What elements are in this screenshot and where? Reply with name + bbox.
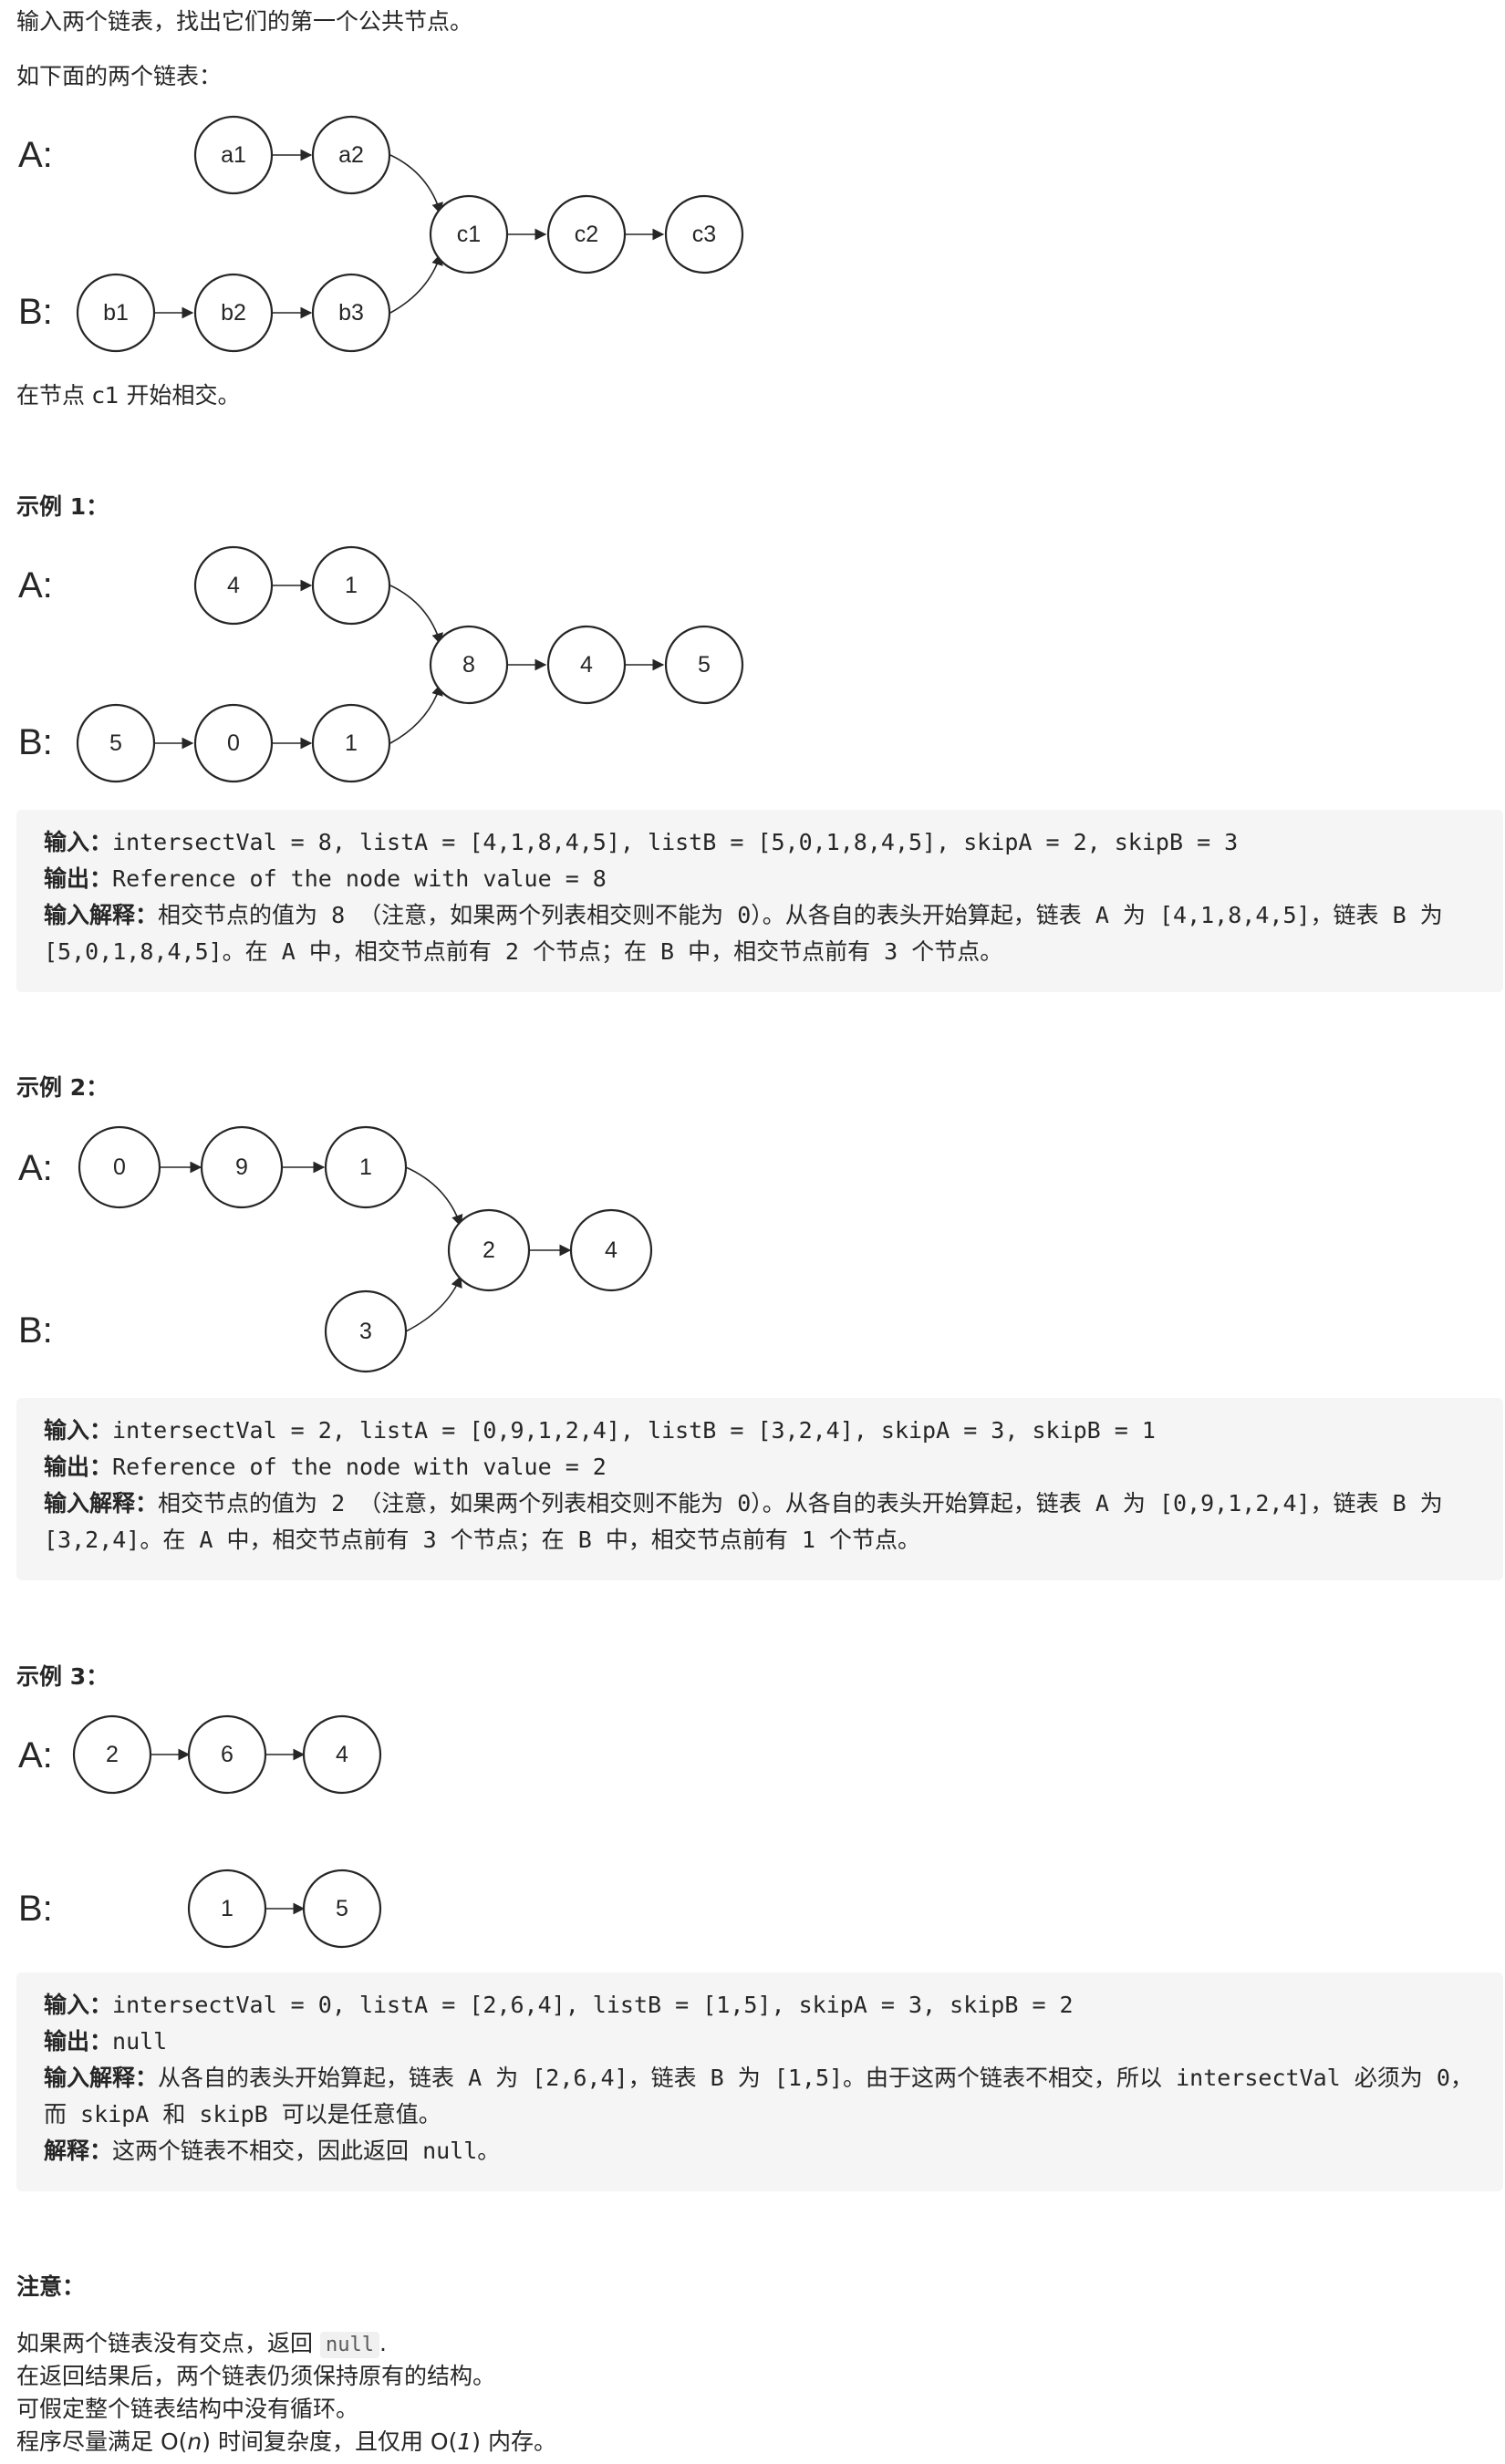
svg-text:c3: c3: [692, 222, 716, 247]
example-3-diagram: A: B: 2 6 4 1 5: [0, 1713, 821, 1968]
svg-text:2: 2: [106, 1742, 119, 1767]
example-1-box: 输入：intersectVal = 8, listA = [4,1,8,4,5]…: [16, 810, 1503, 992]
svg-text:4: 4: [336, 1742, 348, 1767]
note-1: 如果两个链表没有交点，返回 null.: [16, 2330, 387, 2358]
node-a2: 6: [187, 1714, 267, 1795]
node-b2: 0: [193, 703, 274, 783]
example-3-explanation: 输入解释：从各自的表头开始算起，链表 A 为 [2,6,4]，链表 B 为 [1…: [44, 2065, 1473, 2128]
example-1-diagram: A: B: 4 1 5 0 1 8 4 5: [0, 540, 821, 813]
node-a2: a2: [311, 115, 391, 195]
svg-text:4: 4: [580, 652, 593, 678]
svg-text:b2: b2: [221, 300, 246, 326]
svg-text:c1: c1: [457, 222, 481, 247]
example-1-output: 输出：Reference of the node with value = 8: [44, 865, 607, 892]
node-a2: 9: [200, 1125, 284, 1209]
node-a3: 1: [324, 1125, 408, 1209]
list-b-label: B:: [18, 292, 53, 332]
svg-text:1: 1: [345, 573, 358, 598]
list-a-label: A:: [18, 1148, 53, 1188]
list-b-label: B:: [18, 1310, 53, 1351]
example-2-box: 输入：intersectVal = 2, listA = [0,9,1,2,4]…: [16, 1398, 1503, 1580]
node-c1: c1: [429, 194, 509, 274]
example-2-input: 输入：intersectVal = 2, listA = [0,9,1,2,4]…: [44, 1417, 1156, 1444]
example-2-diagram: A: B: 0 9 1 3 2 4: [0, 1123, 821, 1397]
node-c2: c2: [546, 194, 627, 274]
svg-text:b1: b1: [103, 300, 129, 326]
svg-text:0: 0: [113, 1154, 126, 1180]
intro-line-2: 如下面的两个链表：: [16, 63, 223, 89]
example-3-heading: 示例 3：: [16, 1663, 109, 1690]
svg-text:4: 4: [605, 1237, 618, 1263]
example-1-heading: 示例 1：: [16, 493, 109, 520]
node-c3: 5: [664, 625, 744, 705]
svg-text:a1: a1: [221, 142, 246, 168]
svg-text:6: 6: [221, 1742, 234, 1767]
list-a-label: A:: [18, 565, 53, 606]
svg-text:4: 4: [227, 573, 240, 598]
example-3-box: 输入：intersectVal = 0, listA = [2,6,4], li…: [16, 1972, 1503, 2191]
svg-text:1: 1: [345, 730, 358, 756]
node-b2: b2: [193, 273, 274, 353]
node-a1: 2: [72, 1714, 152, 1795]
node-a3: 4: [302, 1714, 382, 1795]
node-a1: 0: [78, 1125, 161, 1209]
svg-text:1: 1: [221, 1896, 234, 1921]
example-2-output: 输出：Reference of the node with value = 2: [44, 1454, 607, 1480]
node-b3: b3: [311, 273, 391, 353]
svg-text:3: 3: [359, 1319, 372, 1344]
node-c2: 4: [546, 625, 627, 705]
example-3-solution: 解释：这两个链表不相交，因此返回 null。: [44, 2138, 501, 2164]
svg-text:5: 5: [336, 1896, 348, 1921]
node-c1: 2: [447, 1208, 531, 1292]
example-3-output: 输出：null: [44, 2028, 168, 2055]
svg-text:b3: b3: [338, 300, 364, 326]
node-b1: 1: [187, 1869, 267, 1949]
node-a2: 1: [311, 545, 391, 626]
node-b2: 5: [302, 1869, 382, 1949]
example-2-heading: 示例 2：: [16, 1074, 109, 1101]
svg-text:9: 9: [235, 1154, 248, 1180]
intersection-note: 在节点 c1 开始相交。: [16, 382, 241, 409]
example-3-input: 输入：intersectVal = 0, listA = [2,6,4], li…: [44, 1992, 1074, 2018]
list-a-label: A:: [18, 135, 53, 175]
example-1-input: 输入：intersectVal = 8, listA = [4,1,8,4,5]…: [44, 829, 1239, 855]
note-3: 可假定整个链表结构中没有循环。: [16, 2396, 359, 2422]
node-b1: b1: [76, 273, 156, 353]
node-a1: a1: [193, 115, 274, 195]
svg-text:5: 5: [109, 730, 122, 756]
intro-diagram: A: B: a1 a2 b1 b2 b3 c1 c2 c3: [0, 109, 821, 383]
example-1-explanation: 输入解释：相交节点的值为 8 （注意，如果两个列表相交则不能为 0）。从各自的表…: [44, 902, 1457, 965]
svg-text:0: 0: [227, 730, 240, 756]
svg-text:2: 2: [483, 1237, 495, 1263]
svg-text:8: 8: [462, 652, 475, 678]
node-b1: 3: [324, 1289, 408, 1373]
svg-text:5: 5: [698, 652, 711, 678]
notes-heading: 注意：: [16, 2273, 86, 2300]
node-c3: c3: [664, 194, 744, 274]
null-code: null: [319, 2332, 379, 2358]
list-b-label: B:: [18, 1889, 53, 1929]
node-b1: 5: [76, 703, 156, 783]
example-2-explanation: 输入解释：相交节点的值为 2 （注意，如果两个列表相交则不能为 0）。从各自的表…: [44, 1490, 1457, 1553]
node-c1: 8: [429, 625, 509, 705]
note-4: 程序尽量满足 O(n) 时间复杂度，且仅用 O(1) 内存。: [16, 2428, 556, 2455]
node-b3: 1: [311, 703, 391, 783]
node-a1: 4: [193, 545, 274, 626]
svg-text:a2: a2: [338, 142, 364, 168]
node-c2: 4: [569, 1208, 653, 1292]
list-b-label: B:: [18, 722, 53, 762]
svg-text:1: 1: [359, 1154, 372, 1180]
intro-line-1: 输入两个链表，找出它们的第一个公共节点。: [16, 8, 473, 35]
note-2: 在返回结果后，两个链表仍须保持原有的结构。: [16, 2363, 496, 2389]
list-a-label: A:: [18, 1735, 53, 1776]
svg-text:c2: c2: [575, 222, 598, 247]
